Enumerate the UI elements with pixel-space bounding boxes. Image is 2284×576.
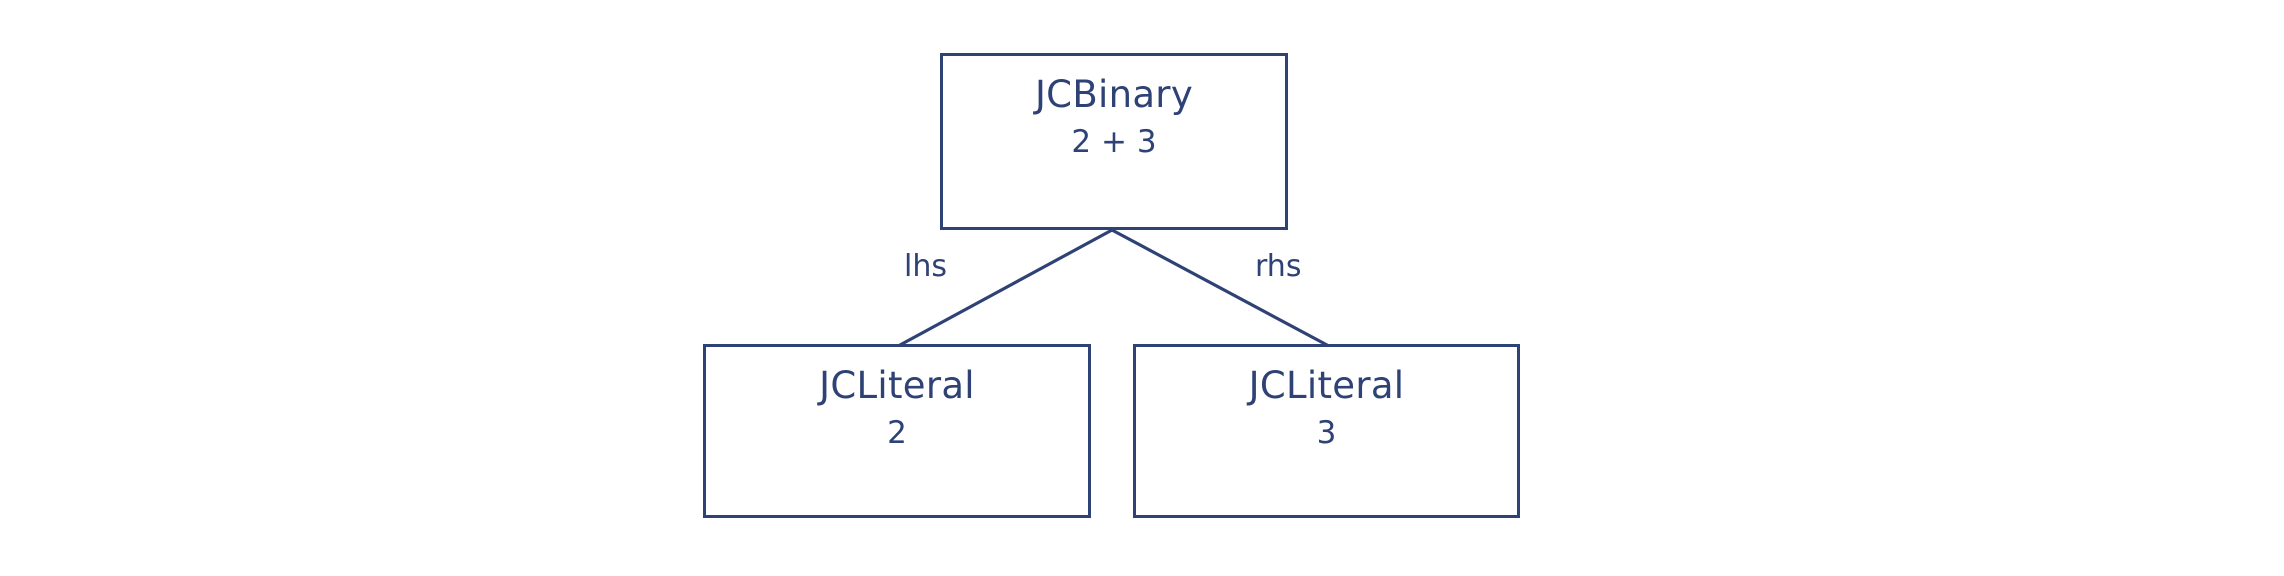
edge-line-lhs bbox=[898, 228, 1114, 347]
node-jcliteral-lhs-title: JCLiteral bbox=[819, 364, 975, 407]
node-jcliteral-lhs[interactable]: JCLiteral 2 bbox=[703, 344, 1091, 518]
edge-label-rhs: rhs bbox=[1255, 249, 1302, 284]
node-jcbinary-title: JCBinary bbox=[1034, 73, 1194, 116]
node-jcliteral-rhs-subtitle: 3 bbox=[1316, 415, 1337, 452]
node-jcliteral-rhs-title: JCLiteral bbox=[1248, 364, 1405, 407]
edge-line-rhs bbox=[1110, 228, 1329, 347]
node-jcliteral-rhs[interactable]: JCLiteral 3 bbox=[1133, 344, 1520, 518]
node-jcbinary-subtitle: 2 + 3 bbox=[1071, 124, 1157, 161]
node-jcbinary[interactable]: JCBinary 2 + 3 bbox=[940, 53, 1288, 230]
edge-label-lhs: lhs bbox=[904, 249, 947, 284]
node-jcliteral-lhs-subtitle: 2 bbox=[887, 415, 907, 452]
